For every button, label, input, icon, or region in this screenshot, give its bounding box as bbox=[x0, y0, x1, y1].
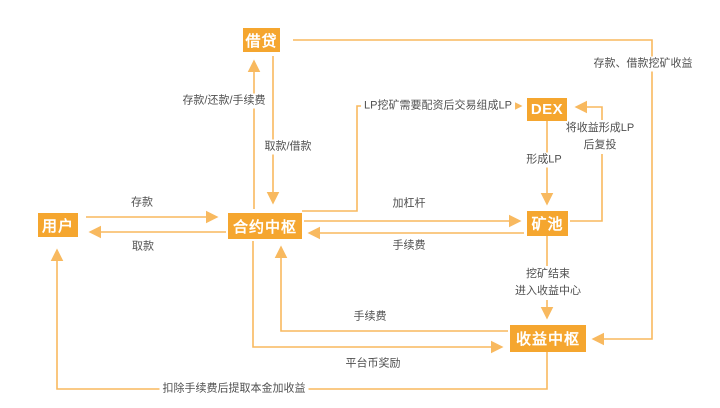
edge-revenue-fee-arrow bbox=[274, 245, 508, 332]
edge-reinvest-arrow bbox=[570, 100, 603, 222]
edge-label-withdraw-principal-plus-yield: 扣除手续费后提取本金加收益 bbox=[159, 381, 309, 397]
edge-label-fee-to-contract: 手续费 bbox=[350, 309, 390, 325]
edge-label-platform-token-reward: 平台币奖励 bbox=[342, 356, 404, 372]
edge-label-deposit-repay-fee: 存款/还款/手续费 bbox=[179, 93, 269, 109]
edge-label-deposit: 存款 bbox=[128, 195, 156, 211]
edge-label-lending-mining-revenue: 存款、借款挖矿收益 bbox=[590, 56, 696, 72]
edge-label-add-leverage: 加杠杆 bbox=[389, 196, 429, 212]
node-mining-pool: 矿池 bbox=[527, 211, 568, 236]
edge-label-form-lp: 形成LP bbox=[523, 152, 565, 168]
node-lending: 借贷 bbox=[243, 28, 280, 52]
edge-label-reinvest-line2: 后复投 bbox=[583, 139, 617, 151]
node-revenue-hub: 收益中枢 bbox=[510, 325, 586, 352]
edge-label-reinvest: 将收益形成LP 后复投 bbox=[562, 120, 638, 154]
edge-withdraw-principal-arrow bbox=[50, 248, 548, 390]
edge-label-mining-end: 挖矿结束 进入收益中心 bbox=[512, 266, 584, 300]
edge-contract-to-dex-arrow bbox=[302, 99, 523, 212]
node-contract-hub: 合约中枢 bbox=[228, 213, 302, 239]
edge-label-withdraw-borrow: 取款/借款 bbox=[261, 139, 315, 155]
edge-label-reinvest-line1: 将收益形成LP bbox=[565, 122, 635, 134]
edge-label-withdraw: 取款 bbox=[129, 239, 157, 255]
node-user: 用户 bbox=[38, 213, 78, 237]
edge-label-mining-end-line1: 挖矿结束 bbox=[526, 268, 570, 280]
edge-platform-reward-arrow bbox=[252, 241, 504, 354]
edge-lending-to-revenue-arrow bbox=[293, 39, 653, 346]
edge-label-mining-end-line2: 进入收益中心 bbox=[515, 285, 581, 297]
edge-label-lp-note: LP挖矿需要配资后交易组成LP bbox=[361, 98, 515, 114]
edge-label-fee-from-pool: 手续费 bbox=[389, 238, 429, 254]
node-dex: DEX bbox=[527, 98, 567, 121]
